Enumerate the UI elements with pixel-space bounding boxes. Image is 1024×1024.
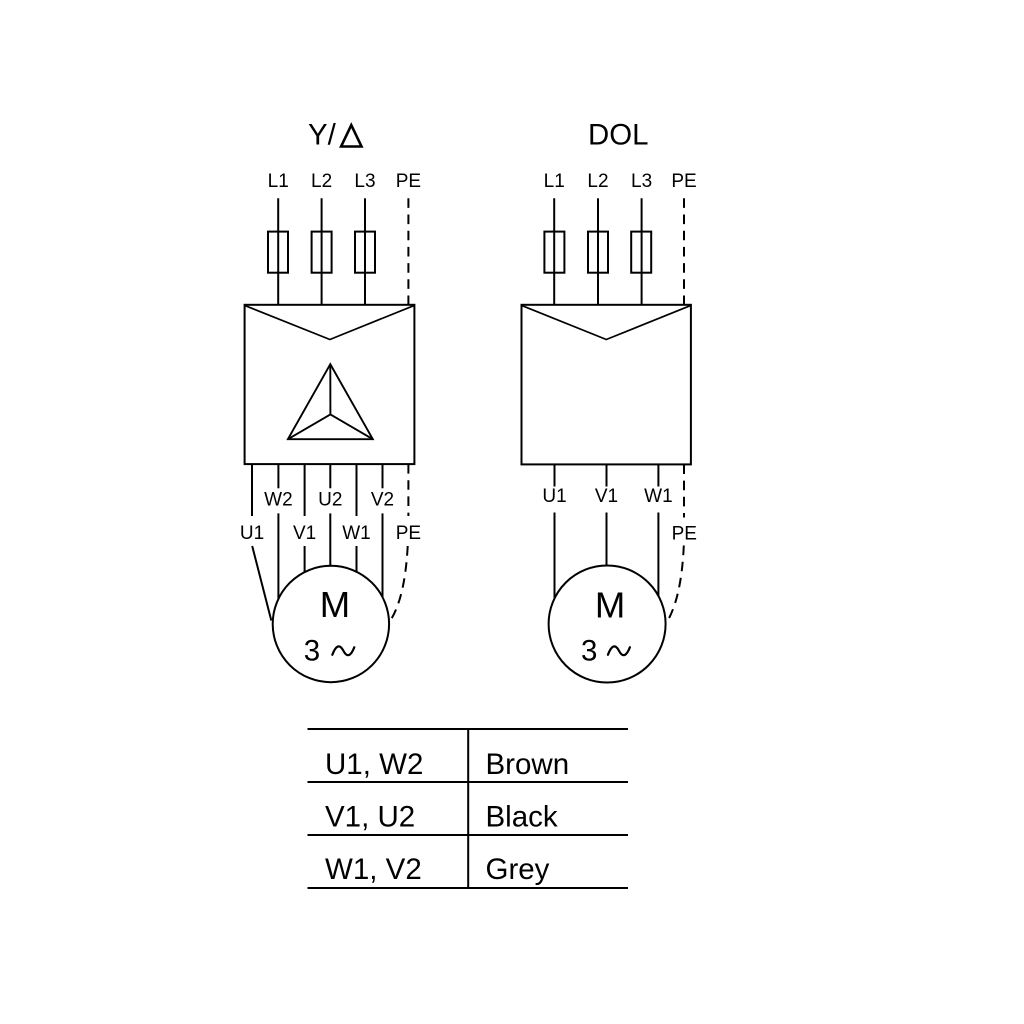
svg-text:Brown: Brown xyxy=(486,748,570,781)
svg-text:PE: PE xyxy=(396,171,421,192)
svg-text:W1: W1 xyxy=(644,486,673,507)
svg-text:L2: L2 xyxy=(311,171,332,192)
svg-text:PE: PE xyxy=(672,524,697,545)
svg-text:3: 3 xyxy=(581,634,597,667)
svg-text:Black: Black xyxy=(486,801,558,834)
svg-text:W1, V2: W1, V2 xyxy=(325,853,422,886)
svg-text:U1: U1 xyxy=(240,523,264,544)
svg-text:U1, W2: U1, W2 xyxy=(325,748,423,781)
svg-text:3: 3 xyxy=(304,635,320,668)
svg-text:L1: L1 xyxy=(544,171,565,192)
svg-text:PE: PE xyxy=(396,523,421,544)
svg-text:L3: L3 xyxy=(631,171,652,192)
svg-text:V2: V2 xyxy=(371,489,394,510)
svg-text:L3: L3 xyxy=(354,171,375,192)
svg-text:L1: L1 xyxy=(268,171,289,192)
svg-text:L2: L2 xyxy=(587,171,608,192)
svg-text:V1: V1 xyxy=(595,486,618,507)
svg-text:Y/: Y/ xyxy=(308,119,337,152)
svg-text:Grey: Grey xyxy=(486,853,550,886)
svg-text:U1: U1 xyxy=(542,486,566,507)
svg-text:M: M xyxy=(595,584,625,625)
svg-text:U2: U2 xyxy=(318,489,342,510)
svg-text:V1: V1 xyxy=(293,523,316,544)
svg-text:V1, U2: V1, U2 xyxy=(325,801,415,834)
svg-text:DOL: DOL xyxy=(588,119,648,152)
svg-text:W1: W1 xyxy=(342,523,371,544)
svg-text:W2: W2 xyxy=(264,489,293,510)
svg-text:PE: PE xyxy=(671,171,696,192)
svg-text:M: M xyxy=(320,584,350,625)
